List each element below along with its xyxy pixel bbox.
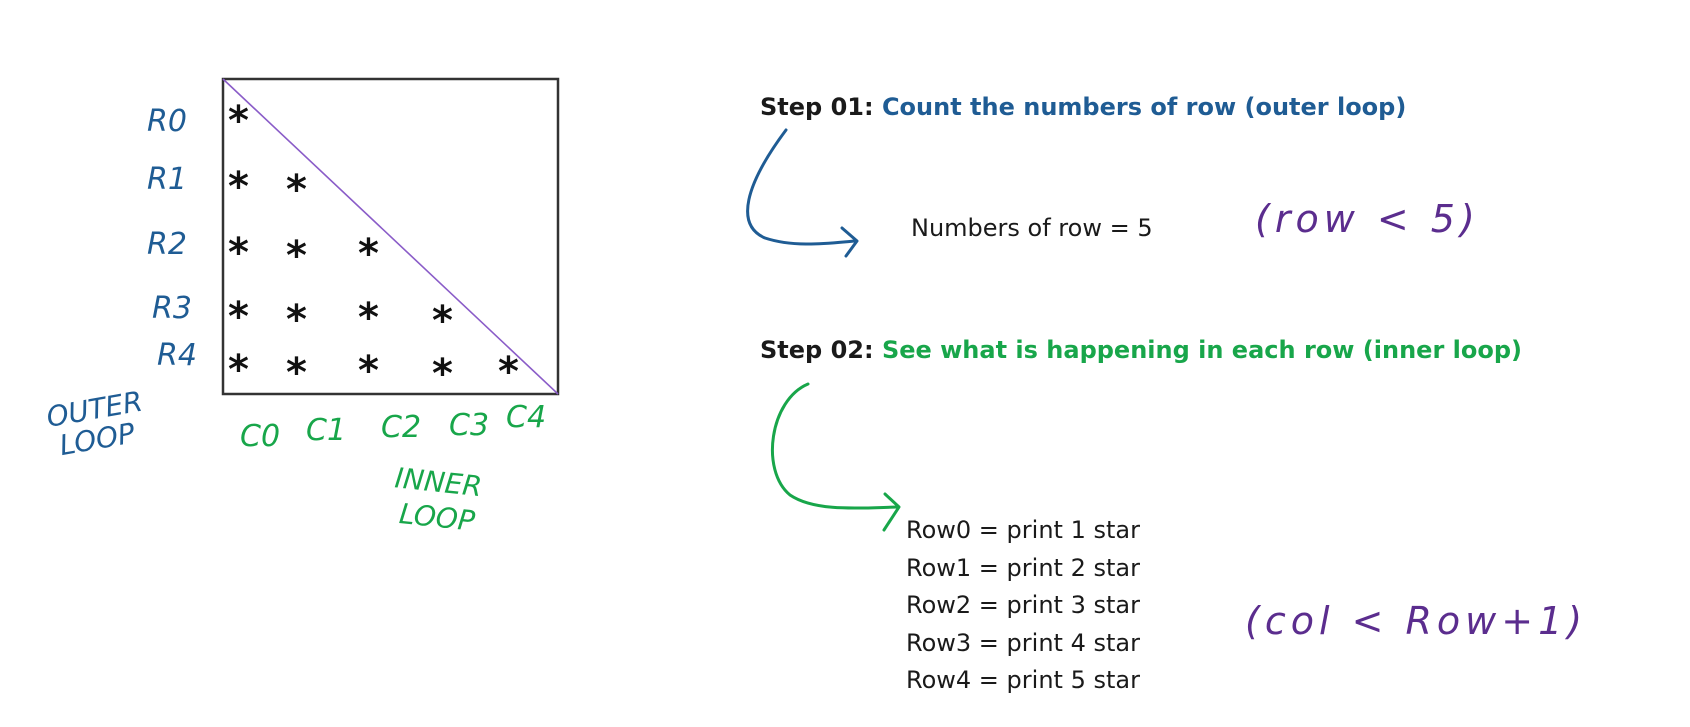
row-description: Row4 = print 5 star — [906, 666, 1140, 694]
star-mark: * — [228, 294, 249, 340]
row-label: R1 — [147, 162, 187, 197]
diagonal-line — [222, 78, 559, 395]
row-label: R3 — [152, 291, 192, 326]
star-mark: * — [286, 233, 307, 279]
row-label: R4 — [157, 338, 197, 373]
star-mark: * — [358, 295, 379, 341]
row-description: Row2 = print 3 star — [906, 591, 1140, 619]
star-grid: * * * * * * * * * * * * * * * — [228, 98, 519, 397]
star-mark: * — [228, 347, 249, 393]
step2-arrow — [770, 382, 899, 510]
step1-arrowhead — [840, 226, 859, 258]
outer-loop-label: OUTER LOOP — [44, 385, 145, 462]
step2-row-list: Row0 = print 1 star Row1 = print 2 star … — [906, 512, 1140, 700]
star-mark: * — [286, 350, 307, 396]
row-description: Row3 = print 4 star — [906, 628, 1140, 657]
star-mark: * — [498, 349, 519, 395]
step1-heading: Step 01: Count the numbers of row (outer… — [760, 93, 1406, 121]
step1-result: Numbers of row = 5 — [911, 214, 1153, 242]
star-mark: * — [286, 297, 307, 343]
row-labels: R0 R1 R2 R3 R4 — [147, 104, 197, 373]
star-mark: * — [286, 167, 307, 213]
pattern-box — [221, 77, 560, 396]
step2-heading: Step 02: See what is happening in each r… — [760, 336, 1522, 364]
star-mark: * — [228, 98, 249, 144]
step2-arrowhead — [882, 492, 901, 532]
step1-arrow — [746, 128, 857, 246]
col-label: C4 — [506, 400, 546, 435]
row-description: Row1 = print 2 star — [906, 553, 1140, 582]
col-condition: (col < Row+1) — [1245, 599, 1587, 643]
row-label: R0 — [147, 104, 187, 139]
inner-loop-text: LOOP — [398, 497, 477, 538]
col-label: C2 — [381, 410, 421, 445]
step2-label: Step 02: — [760, 336, 874, 364]
col-label: C3 — [449, 408, 489, 443]
col-label: C1 — [306, 413, 346, 448]
star-mark: * — [228, 230, 249, 276]
star-mark: * — [228, 164, 249, 210]
star-mark: * — [432, 298, 453, 344]
inner-loop-label: INNER LOOP — [393, 461, 483, 538]
row-label: R2 — [147, 227, 187, 262]
star-mark: * — [358, 348, 379, 394]
col-label: C0 — [240, 419, 280, 454]
step1-text: Count the numbers of row (outer loop) — [881, 93, 1407, 121]
col-labels: C0 C1 C2 C3 C4 — [240, 400, 546, 454]
star-mark: * — [358, 231, 379, 277]
star-mark: * — [432, 351, 453, 397]
step1-label: Step 01: — [760, 93, 874, 121]
step2-text: See what is happening in each row (inner… — [881, 336, 1522, 364]
row-condition: (row < 5) — [1255, 197, 1480, 241]
row-description: Row0 = print 1 star — [906, 516, 1140, 544]
